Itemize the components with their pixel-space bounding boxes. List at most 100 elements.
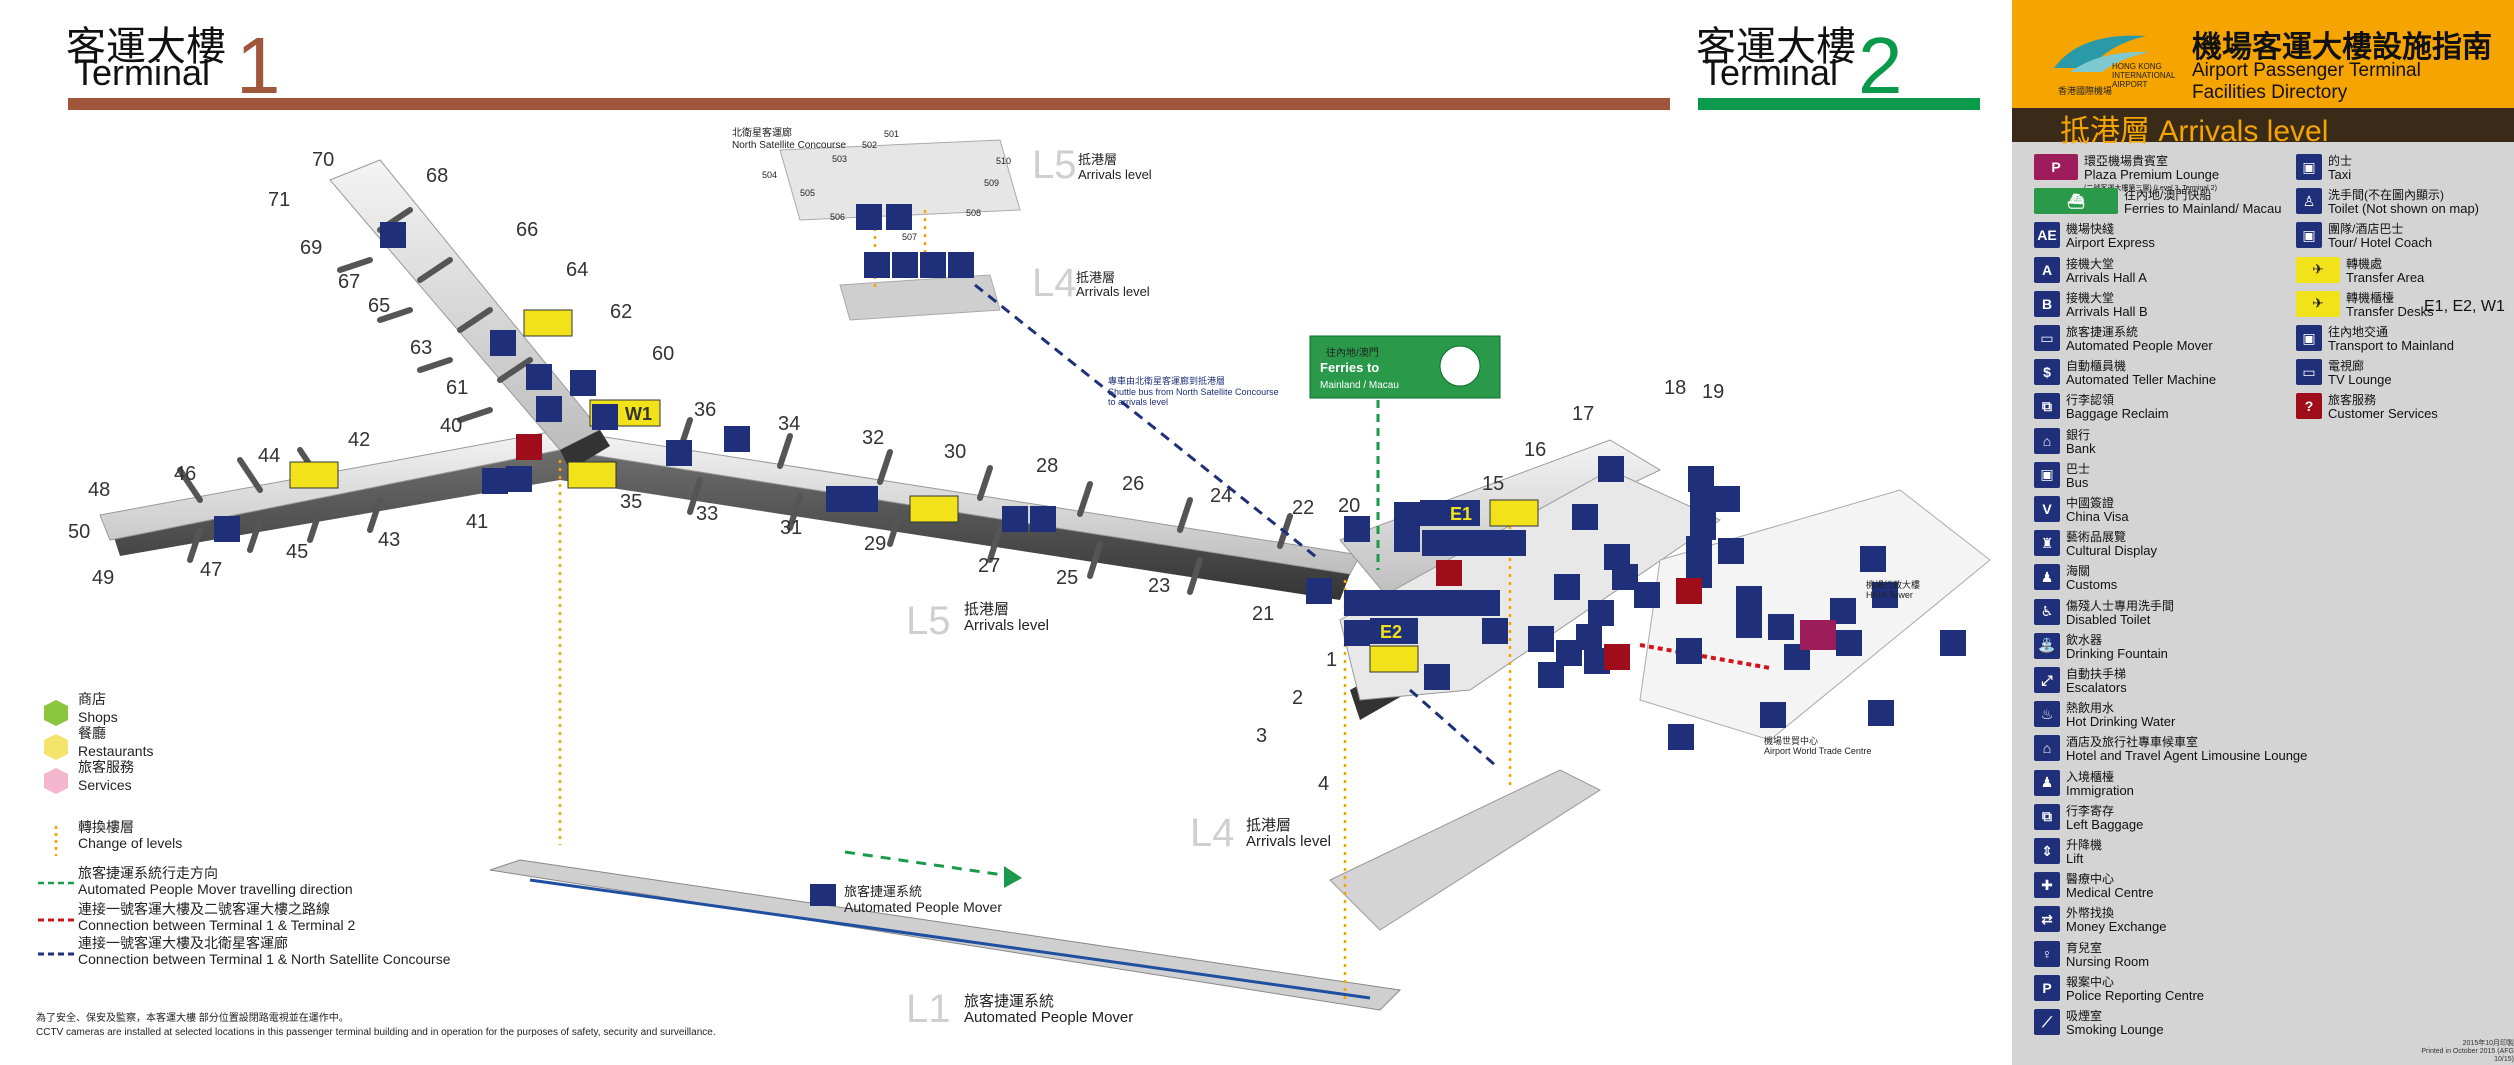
satellite-label-zh: 北衛星客運廊 (732, 126, 792, 139)
directory-item-en: Airport Express (2066, 235, 2155, 251)
gate-number: 18 (1664, 377, 1686, 399)
gate-number: 49 (92, 567, 114, 589)
arrivals-hall-a-icon: A (2034, 256, 2060, 283)
legend-zh: 轉換樓層 (78, 819, 134, 835)
gate-number: 47 (200, 559, 222, 581)
gate-number: 43 (378, 529, 400, 551)
print-date-en: Printed in October 2015 (AFG 10/15) (2421, 1048, 2514, 1063)
cctv-note-en: CCTV cameras are installed at selected l… (36, 1027, 716, 1038)
directory-item-en: Left Baggage (2066, 816, 2144, 832)
directory-item-en: Transfer Desks (2346, 303, 2434, 319)
gate-number: 24 (1210, 485, 1232, 507)
legend-zh: 旅客服務 (78, 759, 134, 775)
plaza-premium-lounge-icon: P (2034, 154, 2078, 180)
level-l4-top-code: L4 (1032, 261, 1077, 305)
terminal1-title-zh: 客運大樓 (66, 25, 226, 69)
print-date: 2015年10月印製 Printed in October 2015 (AFG … (2400, 1040, 2514, 1064)
customer-service-icons (516, 434, 1702, 670)
tour-hotel-coach-icon: ▣ (2296, 222, 2322, 249)
hkia-tower-en: HKIA Tower (1866, 590, 1913, 600)
directory-item-zh: 海關 (2066, 564, 2091, 579)
directory-item-en: Bank (2066, 440, 2096, 456)
gate-number: 41 (466, 511, 488, 533)
directory-item-zh: 轉機處 (2346, 256, 2383, 271)
directory-panel (2012, 0, 2514, 1065)
gate-number: 70 (312, 149, 334, 171)
awtc-en: Airport World Trade Centre (1764, 746, 1871, 756)
nursing-room-icon: ♀ (2034, 940, 2060, 967)
level-l1-code: L1 (906, 987, 951, 1031)
gate-number: 32 (862, 427, 884, 449)
bank-icon: ⌂ (2034, 427, 2060, 454)
directory-item-zh: 往內地交通 (2328, 325, 2389, 339)
legend-zh: 連接一號客運大樓及北衛星客運廊 (78, 935, 288, 951)
ferries-sign-en2: Mainland / Macau (1320, 380, 1399, 391)
medical-centre-icon: ✚ (2034, 872, 2060, 899)
police-icon: P (2034, 974, 2060, 1001)
apm-icon (810, 884, 836, 906)
left-baggage-icon: ⧉ (2034, 803, 2060, 830)
directory-item-zh: 升降機 (2066, 838, 2103, 852)
transfer-desks-icon: ✈ (2296, 290, 2340, 317)
smoking-lounge-icon: ⟋ (2034, 1009, 2060, 1035)
directory-item-zh: 自動扶手梯 (2066, 667, 2127, 681)
transfer-desk-codes: E1, E2, W1 (2424, 298, 2505, 315)
directory-item-en: Automated People Mover (2066, 338, 2213, 353)
cctv-note: 為了安全、保安及監察，本客運大樓 部分位置設閉路電視並在運作中。 CCTV ca… (36, 1012, 716, 1040)
satellite-gate-number: 509 (984, 178, 999, 188)
gate-number: 17 (1572, 403, 1594, 425)
level-l1-zh: 旅客捷運系統 (964, 993, 1054, 1010)
gate-number: 25 (1056, 567, 1078, 589)
directory-item-en: Transport to Mainland (2328, 338, 2454, 353)
gate-number: 28 (1036, 455, 1058, 477)
directory-item-zh: 接機大堂 (2066, 256, 2115, 271)
gate-number: 31 (780, 517, 802, 539)
directory-item-zh: 團隊/酒店巴士 (2328, 222, 2404, 237)
directory-item-en: Baggage Reclaim (2066, 406, 2169, 422)
escalators-icon: ⤢ (2034, 667, 2060, 693)
directory-item-zh: 熱飲用水 (2066, 701, 2115, 716)
level-l5-top-zh: 抵港層 (1078, 152, 1117, 167)
legend-en: Automated People Mover travelling direct… (78, 881, 353, 897)
satellite-gate-number: 504 (762, 170, 777, 180)
level-l4-mid-code: L4 (1190, 811, 1235, 855)
directory-item-zh: 飲水器 (2066, 632, 2103, 647)
gate-number: 50 (68, 521, 90, 543)
satellite-label-en: North Satellite Concourse (732, 140, 846, 151)
gate-number: 29 (864, 533, 886, 555)
gate-number: 3 (1256, 725, 1267, 747)
gate-number: 67 (338, 271, 360, 293)
baggage-reclaim-icon: ⧉ (2034, 393, 2060, 420)
north-satellite-concourse (779, 139, 1021, 221)
apm-label-zh: 旅客捷運系統 (844, 884, 922, 899)
transfer-e2-label: E2 (1380, 622, 1402, 642)
legend-zh: 商店 (78, 691, 106, 707)
gate-number: 1 (1326, 649, 1337, 671)
directory-item-zh: 往內地/澳門快船 (2124, 188, 2212, 203)
shuttle-label-en1: Shuttle bus from North Satellite Concour… (1108, 387, 1279, 397)
legend-zh: 連接一號客運大樓及二號客運大樓之路線 (78, 901, 330, 917)
